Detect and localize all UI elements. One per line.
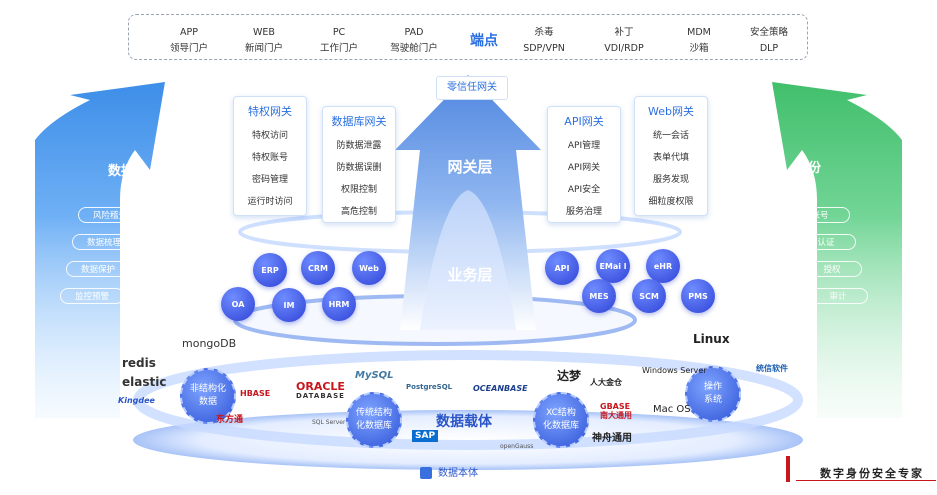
data-carrier-ring <box>133 350 803 450</box>
gateway-item: 密码管理 <box>251 175 288 185</box>
identity-arrow-title: 身份 <box>795 161 822 176</box>
opengauss-logo: openGauss <box>500 443 534 450</box>
gateway-title: 特权网关 <box>248 105 292 118</box>
gateway-item: API安全 <box>567 185 601 195</box>
mysql-logo: MySQL <box>355 370 394 381</box>
data-body-text: 数据本体 <box>438 468 478 479</box>
app-bubble: HRM <box>322 287 356 321</box>
gateway-title: Web网关 <box>648 105 694 118</box>
app-bubble: SCM <box>632 279 666 313</box>
tongtech-logo: 东方通 <box>216 415 244 425</box>
app-bubble: EMai l <box>596 249 630 283</box>
kingbase-logo: 人大金仓 <box>590 378 622 387</box>
gateway-item: API管理 <box>567 141 601 151</box>
gateway-item: 防数据误删 <box>336 163 382 173</box>
identity-pill: 认证 <box>796 234 856 250</box>
gateway-item: 细粒度权限 <box>648 197 694 207</box>
endpoint-title: 端点 <box>470 33 498 49</box>
api-gateway-card: API网关 API管理 API网关 API安全 服务治理 <box>547 106 621 223</box>
gateway-item: 高危控制 <box>340 207 377 217</box>
gateway-layer-label: 网关层 <box>447 158 493 176</box>
center-arrow-glow <box>420 190 516 330</box>
zero-trust-gateway: 零信任网关 <box>436 76 508 100</box>
kingdee-logo: Kingdee <box>118 396 155 405</box>
sap-logo: SAP <box>412 430 439 442</box>
oracle-logo: ORACLE <box>296 380 345 393</box>
gateway-title: API网关 <box>564 115 604 128</box>
app-bubble: OA <box>221 287 255 321</box>
data-pill: 监控预警 <box>60 288 124 304</box>
carrier-os: 操作系统 <box>685 366 741 422</box>
app-bubble: API <box>545 251 579 285</box>
data-body-label: 数据本体 <box>420 464 478 479</box>
hbase-logo: HBASE <box>240 389 271 398</box>
gateway-item: 权限控制 <box>340 185 377 195</box>
database-gateway-card: 数据库网关 防数据泄露 防数据误删 权限控制 高危控制 <box>322 106 396 223</box>
gateway-item: 统一会话 <box>652 131 689 141</box>
app-bubble: IM <box>272 288 306 322</box>
mongodb-logo: mongoDB <box>182 337 237 350</box>
gateway-item: 防数据泄露 <box>336 141 382 151</box>
gateway-item: API网关 <box>567 163 601 173</box>
app-bubble: CRM <box>301 251 335 285</box>
identity-pill: 账号 <box>790 207 850 223</box>
macos-logo: Mac OS <box>653 404 691 415</box>
gateway-item: 服务治理 <box>565 207 602 217</box>
carrier-traditional-db: 传统结构化数据库 <box>346 392 402 448</box>
uniontech-logo: 统信软件 <box>756 364 788 373</box>
app-bubble: MES <box>582 279 616 313</box>
identity-pill: 审计 <box>808 288 868 304</box>
gbase-logo: GBASE 南大通用 <box>600 402 632 420</box>
right-arrow-shape <box>772 82 902 418</box>
carrier-xc-db: XC结构化数据库 <box>533 392 589 448</box>
privileged-gateway-card: 特权网关 特权访问 特权账号 密码管理 运行时访问 <box>233 96 307 216</box>
gateway-item: 服务发现 <box>652 175 689 185</box>
web-gateway-card: Web网关 统一会话 表单代填 服务发现 细粒度权限 <box>634 96 708 216</box>
redis-logo: redis <box>122 356 156 370</box>
app-bubble: eHR <box>646 249 680 283</box>
carrier-unstructured: 非结构化数据 <box>180 368 236 424</box>
gateway-title: 数据库网关 <box>331 115 387 128</box>
data-pill: 数据梳理 <box>72 234 136 250</box>
slogan-accent-bar <box>786 456 790 482</box>
data-pill: 数据保护 <box>66 261 130 277</box>
oceanbase-logo: OCEANBASE <box>473 384 528 393</box>
shenzhou-logo: 神舟通用 <box>592 433 632 444</box>
identity-pill: 授权 <box>802 261 862 277</box>
data-arrow-title: 数据 <box>108 164 135 179</box>
app-bubble: PMS <box>681 279 715 313</box>
slogan-text: 数字身份安全专家 <box>820 467 924 480</box>
windows-server-logo: Windows Server <box>642 366 707 375</box>
dameng-logo: 达梦 <box>557 369 582 383</box>
data-pill: 风险稽查 <box>78 207 142 223</box>
slogan-underline <box>796 480 936 481</box>
gateway-item: 运行时访问 <box>247 197 293 207</box>
elastic-logo: elastic <box>122 375 167 389</box>
gateway-item: 表单代填 <box>652 153 689 163</box>
sqlserver-logo: SQL Server <box>312 419 346 426</box>
database-icon <box>420 467 432 479</box>
left-arrow-shape <box>35 82 165 418</box>
business-layer-label: 业务层 <box>447 266 493 284</box>
data-carrier-label: 数据载体 <box>436 414 492 430</box>
gateway-item: 特权访问 <box>251 131 288 141</box>
linux-logo: Linux <box>693 332 730 346</box>
oracle-database-text: DATABASE <box>296 392 345 400</box>
gateway-item: 特权账号 <box>251 153 288 163</box>
postgresql-logo: PostgreSQL <box>406 383 453 391</box>
app-bubble: Web <box>352 251 386 285</box>
app-bubble: ERP <box>253 253 287 287</box>
